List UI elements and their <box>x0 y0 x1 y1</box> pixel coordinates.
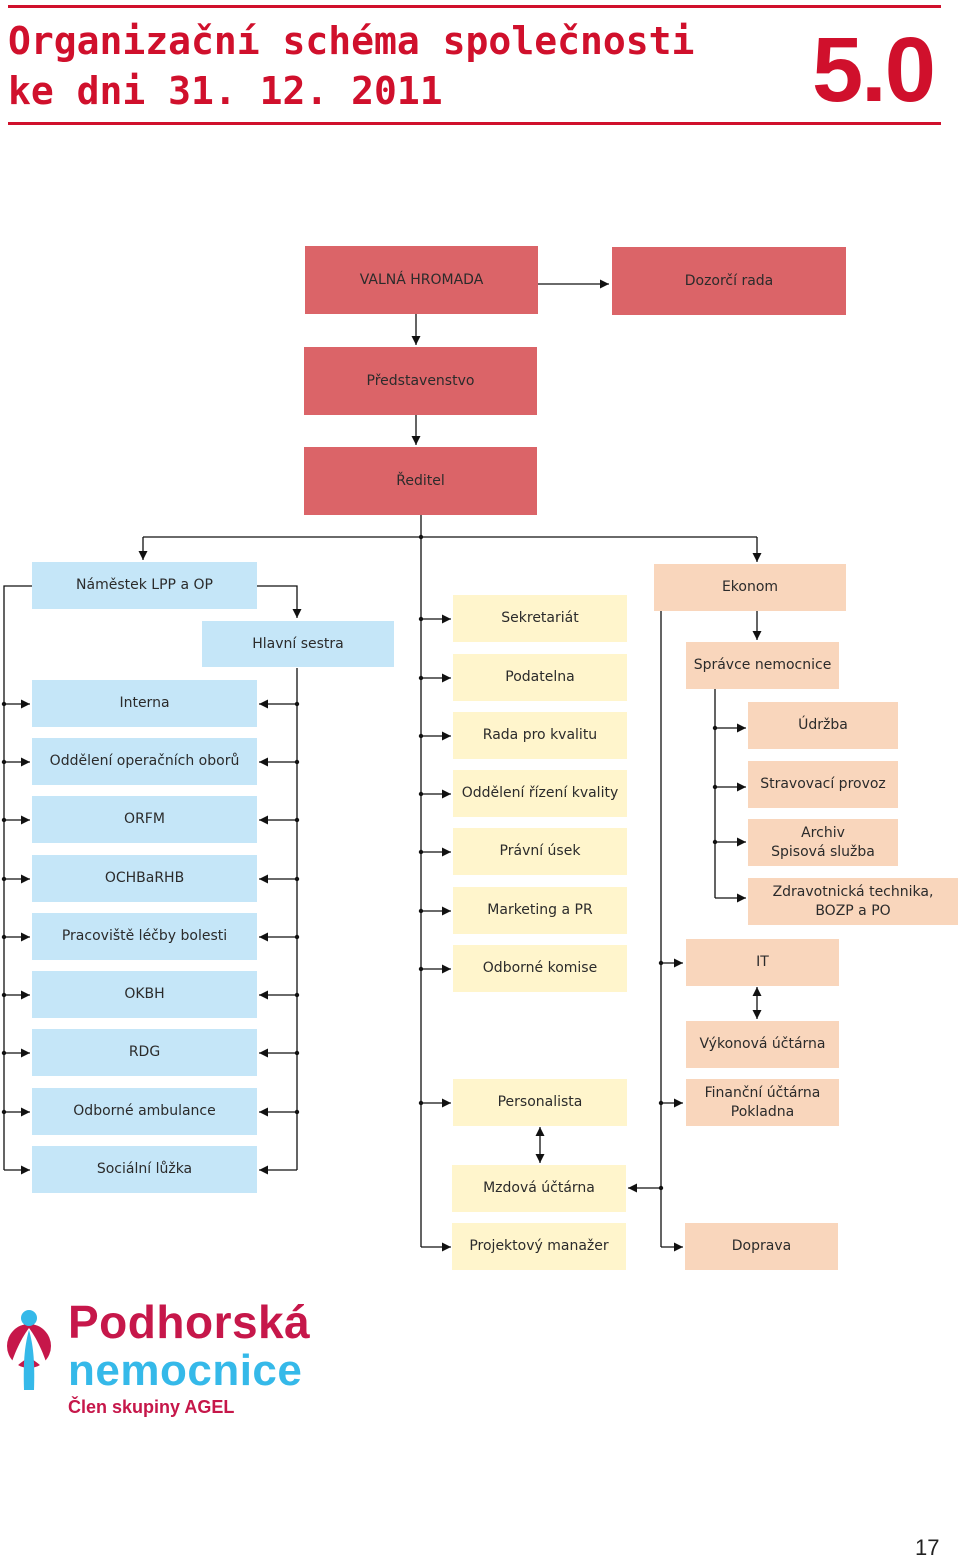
node-namestek: Náměstek LPP a OP <box>32 562 257 609</box>
node-doprava: Doprava <box>685 1223 838 1270</box>
logo-name-podhorska: Podhorská <box>68 1296 311 1348</box>
top-rule <box>8 5 941 8</box>
node-pravni-usek: Právní úsek <box>453 828 627 875</box>
node-reditel: Ředitel <box>304 447 537 515</box>
node-dozorci-rada: Dozorčí rada <box>612 247 846 315</box>
node-rada-kvalita: Rada pro kvalitu <box>453 712 627 759</box>
node-operacni-obory: Oddělení operačních oborů <box>32 738 257 785</box>
node-zdravotnicka-technika: Zdravotnická technika, BOZP a PO <box>748 878 958 925</box>
node-spravce-nemocnice: Správce nemocnice <box>686 642 839 689</box>
node-personalista: Personalista <box>453 1079 627 1126</box>
node-vykonova-uctarna: Výkonová účtárna <box>686 1021 839 1068</box>
header-rule <box>8 122 941 125</box>
node-odborne-ambulance: Odborné ambulance <box>32 1088 257 1135</box>
node-archiv: Archiv Spisová služba <box>748 819 898 866</box>
node-rdg: RDG <box>32 1029 257 1076</box>
node-mzdova-uctarna: Mzdová účtárna <box>452 1165 626 1212</box>
node-predstavenstvo: Představenstvo <box>304 347 537 415</box>
logo-name-nemocnice: nemocnice <box>68 1346 303 1395</box>
node-interna: Interna <box>32 680 257 727</box>
node-sekretariat: Sekretariát <box>453 595 627 642</box>
node-socialni-luzka: Sociální lůžka <box>32 1146 257 1193</box>
node-stravovaci-provoz: Stravovací provoz <box>748 761 898 808</box>
chapter-number: 5.0 <box>812 19 936 121</box>
node-rizeni-kvality: Oddělení řízení kvality <box>453 770 627 817</box>
node-ekonom: Ekonom <box>654 564 846 611</box>
org-chart-connectors <box>1 279 762 1252</box>
node-ochbarhb: OCHBaRHB <box>32 855 257 902</box>
node-podatelna: Podatelna <box>453 654 627 701</box>
page-subtitle-date: ke dni 31. 12. 2011 <box>8 69 443 113</box>
connector-namestek-sestra <box>257 585 302 618</box>
node-valna-hromada: VALNÁ HROMADA <box>305 246 538 314</box>
node-it: IT <box>686 939 839 986</box>
node-hlavni-sestra: Hlavní sestra <box>202 621 394 667</box>
node-udrzba: Údržba <box>748 702 898 749</box>
node-okbh: OKBH <box>32 971 257 1018</box>
logo-tagline: Člen skupiny AGEL <box>68 1397 235 1417</box>
node-projektovy-manazer: Projektový manažer <box>452 1223 626 1270</box>
node-odborne-komise: Odborné komise <box>453 945 627 992</box>
node-financni-uctarna: Finanční účtárna Pokladna <box>686 1079 839 1126</box>
node-marketing: Marketing a PR <box>453 887 627 934</box>
page-title: Organizační schéma společnosti <box>8 19 695 63</box>
node-lecba-bolesti: Pracoviště léčby bolesti <box>32 913 257 960</box>
connector-left-spine <box>3 585 32 1170</box>
node-orfm: ORFM <box>32 796 257 843</box>
page-number: 17 <box>915 1535 940 1560</box>
hospital-logo-icon <box>7 1310 51 1390</box>
